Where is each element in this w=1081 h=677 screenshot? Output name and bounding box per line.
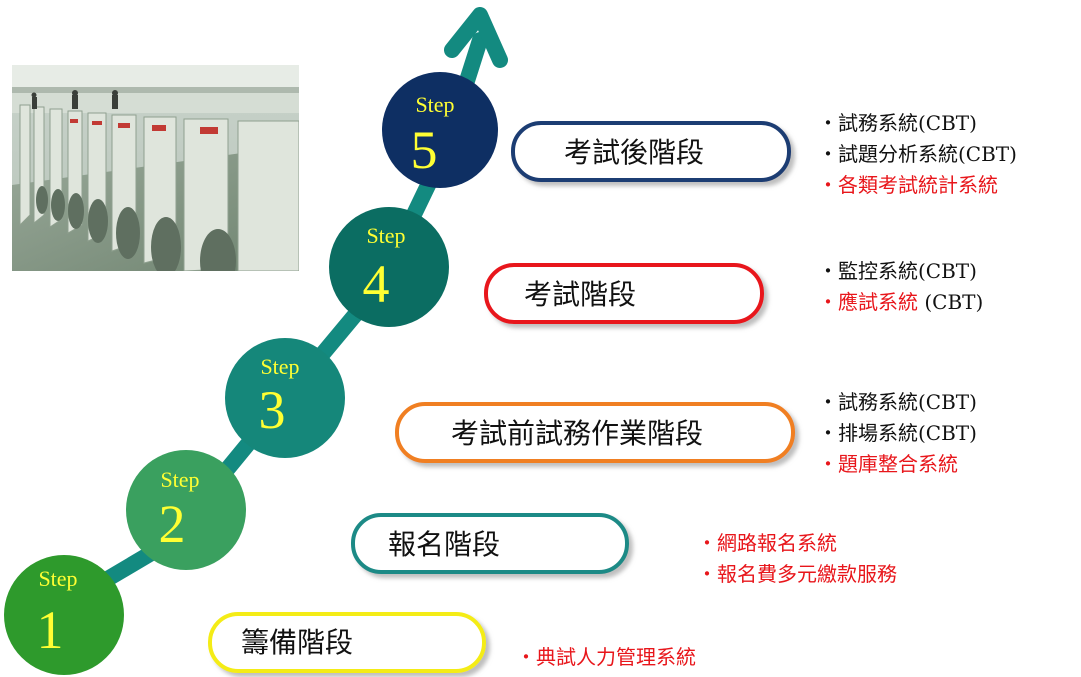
stage-pill-3-label: 考試前試務作業階段 [451,417,703,450]
stage2-system-item: ・網路報名系統 [697,531,837,555]
stage-pill-4-border [484,263,764,324]
step-circle-5: Step 5 [382,72,498,188]
stage4-system-item: ・監控系統(CBT) [818,259,977,283]
step-2-number: 2 [159,494,186,554]
step-2-word: Step [160,467,199,492]
step-circle-1-shape [4,555,124,675]
stage-pill-1-label: 籌備階段 [241,626,353,659]
stage-pill-1-border [208,612,486,673]
stage-pill-5: 考試後階段 [511,121,791,182]
stage-pill-2-border [351,513,629,574]
stage1-systems: ・典試人力管理系統 [516,642,696,673]
step-circle-2: Step 2 [126,450,246,570]
stage3-system-item: ・題庫整合系統 [818,452,958,476]
stage4-system-item: ・應試系統 (CBT) [818,287,983,318]
stage-pill-5-label: 考試後階段 [564,136,704,169]
stage4-system-rest: (CBT) [918,290,984,314]
stage5-system-item: ・試務系統(CBT) [818,111,977,135]
stage5-system-item: ・試題分析系統(CBT) [818,142,1017,166]
step-circle-1: Step 1 [4,555,124,675]
step-3-number: 3 [259,380,286,440]
step-circle-4: Step 4 [329,207,449,327]
stage5-system-item: ・各類考試統計系統 [818,173,998,197]
step-circle-3: Step 3 [225,338,345,458]
exam-room-photo [12,65,299,271]
stage3-systems: ・試務系統(CBT) ・排場系統(CBT) ・題庫整合系統 [818,387,977,480]
step-circle-4-shape [329,207,449,327]
stage-pill-2-label: 報名階段 [388,528,500,561]
stage3-system-item: ・試務系統(CBT) [818,390,977,414]
step-4-number: 4 [363,254,390,314]
step-circle-5-shape [382,72,498,188]
step-3-word: Step [260,354,299,379]
step-1-word: Step [38,566,77,591]
stage2-systems: ・網路報名系統 ・報名費多元繳款服務 [697,528,897,590]
step-1-number: 1 [37,600,64,660]
stage-pill-5-border [511,121,791,182]
stage2-system-item: ・報名費多元繳款服務 [697,562,897,586]
step-4-word: Step [366,223,405,248]
stage-pill-2: 報名階段 [351,513,629,574]
stage-pill-4: 考試階段 [484,263,764,324]
stage-pill-3: 考試前試務作業階段 [395,402,795,463]
step-circle-3-shape [225,338,345,458]
step-5-word: Step [415,92,454,117]
step-circle-2-shape [126,450,246,570]
stage1-system-item: ・典試人力管理系統 [516,645,696,669]
step-5-number: 5 [411,120,438,180]
stage-pill-4-label: 考試階段 [524,278,636,311]
stage-pill-1: 籌備階段 [208,612,486,673]
stage5-systems: ・試務系統(CBT) ・試題分析系統(CBT) ・各類考試統計系統 [818,108,1017,201]
stage4-system-highlight: ・應試系統 [818,290,918,314]
stage4-systems: ・監控系統(CBT) ・應試系統 (CBT) [818,256,983,318]
stage3-system-item: ・排場系統(CBT) [818,421,977,445]
stage-pill-3-border [395,402,795,463]
